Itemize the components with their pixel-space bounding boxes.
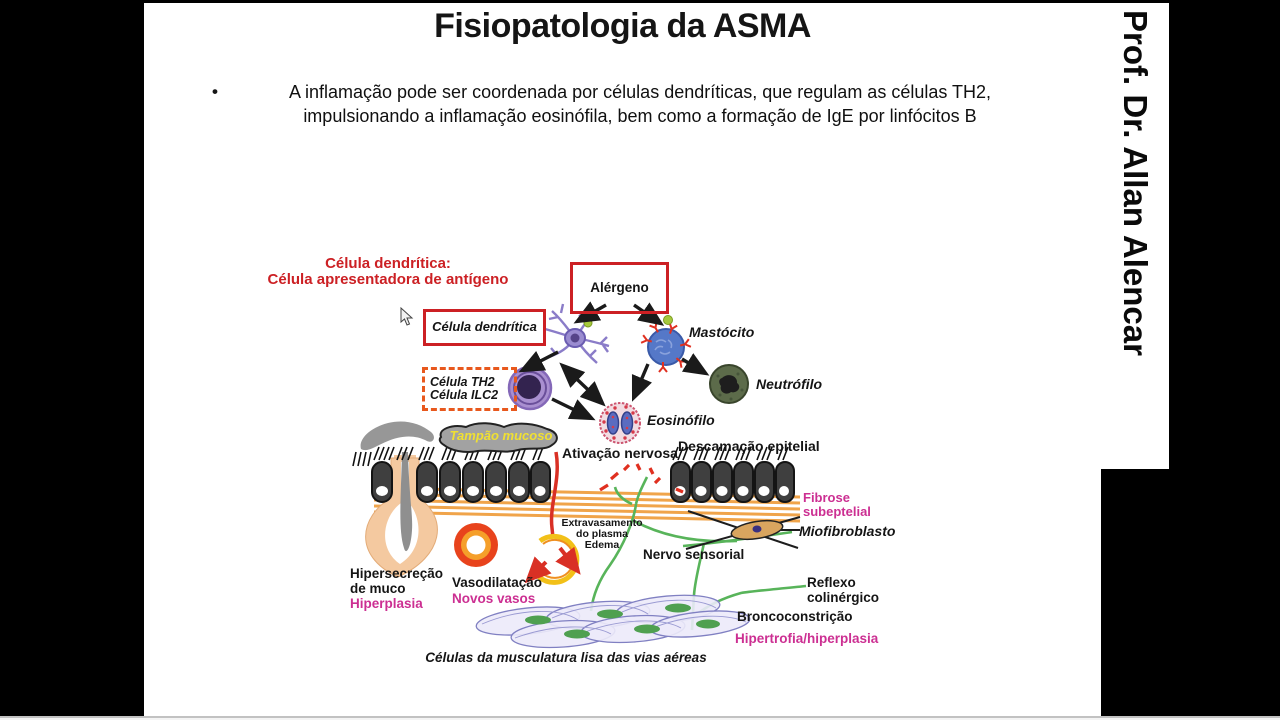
- eosinofilo-label: Eosinófilo: [647, 412, 715, 428]
- hipersecrecao-label: Hipersecreção de muco: [350, 566, 444, 596]
- celula-dendritica-box: Célula dendrítica: [423, 309, 546, 346]
- nervo-sensorial-label: Nervo sensorial: [643, 547, 745, 562]
- hipertrofia-hiperplasia-label: Hipertrofia/hiperplasia: [735, 631, 879, 646]
- bullet-line-2: impulsionando a inflamação eosinófila, b…: [303, 106, 977, 126]
- alergeno-box: Alérgeno: [570, 262, 669, 314]
- th2-label: Célula TH2: [430, 374, 495, 389]
- th2-ilc2-box: Célula TH2 Célula ILC2: [422, 367, 517, 411]
- author-name-vertical: Prof. Dr. Allan Alencar: [1117, 10, 1154, 356]
- ilc2-label: Célula ILC2: [430, 388, 499, 402]
- extravasamento-label: Extravasamento do plasma Edema: [561, 517, 643, 551]
- celula-dendritica-label: Célula dendrítica: [432, 319, 537, 335]
- dc-heading-line-2: Célula apresentadora de antígeno: [267, 271, 509, 288]
- dendritic-cell-heading: Célula dendrítica: Célula apresentadora …: [250, 256, 526, 288]
- author-banner: [1101, 3, 1169, 469]
- musculatura-caption: Células da musculatura lisa das vias aér…: [425, 650, 707, 665]
- hiperplasia-label: Hiperplasia: [350, 596, 423, 611]
- novos-vasos-label: Novos vasos: [452, 591, 536, 606]
- reflexo-colinergico-label: Reflexo colinérgico: [807, 575, 880, 605]
- mastocito-label: Mastócito: [689, 324, 755, 340]
- fibrose-subeptelial-label: Fibrose subeptelial: [803, 490, 871, 520]
- bottom-edge-strip: [0, 718, 1280, 720]
- alergeno-label: Alérgeno: [590, 279, 649, 295]
- neutrofilo-label: Neutrófilo: [756, 376, 823, 392]
- bottom-divider-line: [0, 716, 1280, 718]
- vasodilatacao-label: Vasodilatação: [452, 575, 543, 590]
- tampao-mucoso-label: Tampão mucoso: [449, 428, 553, 443]
- bullet-marker: •: [212, 82, 218, 101]
- descamacao-epitelial-label: Descamação epitelial: [678, 438, 820, 454]
- bullet-line-1: A inflamação pode ser coordenada por cél…: [288, 82, 992, 102]
- ativacao-nervosa-label: Ativação nervosa: [562, 445, 678, 461]
- bullet-text: A inflamação pode ser coordenada por cél…: [240, 80, 1040, 128]
- dc-heading-line-1: Célula dendrítica:: [325, 255, 451, 272]
- slide-title: Fisiopatologia da ASMA: [434, 7, 811, 45]
- broncoconstricao-label: Broncoconstrição: [737, 609, 853, 624]
- miofibroblasto-label: Miofibroblasto: [799, 523, 896, 539]
